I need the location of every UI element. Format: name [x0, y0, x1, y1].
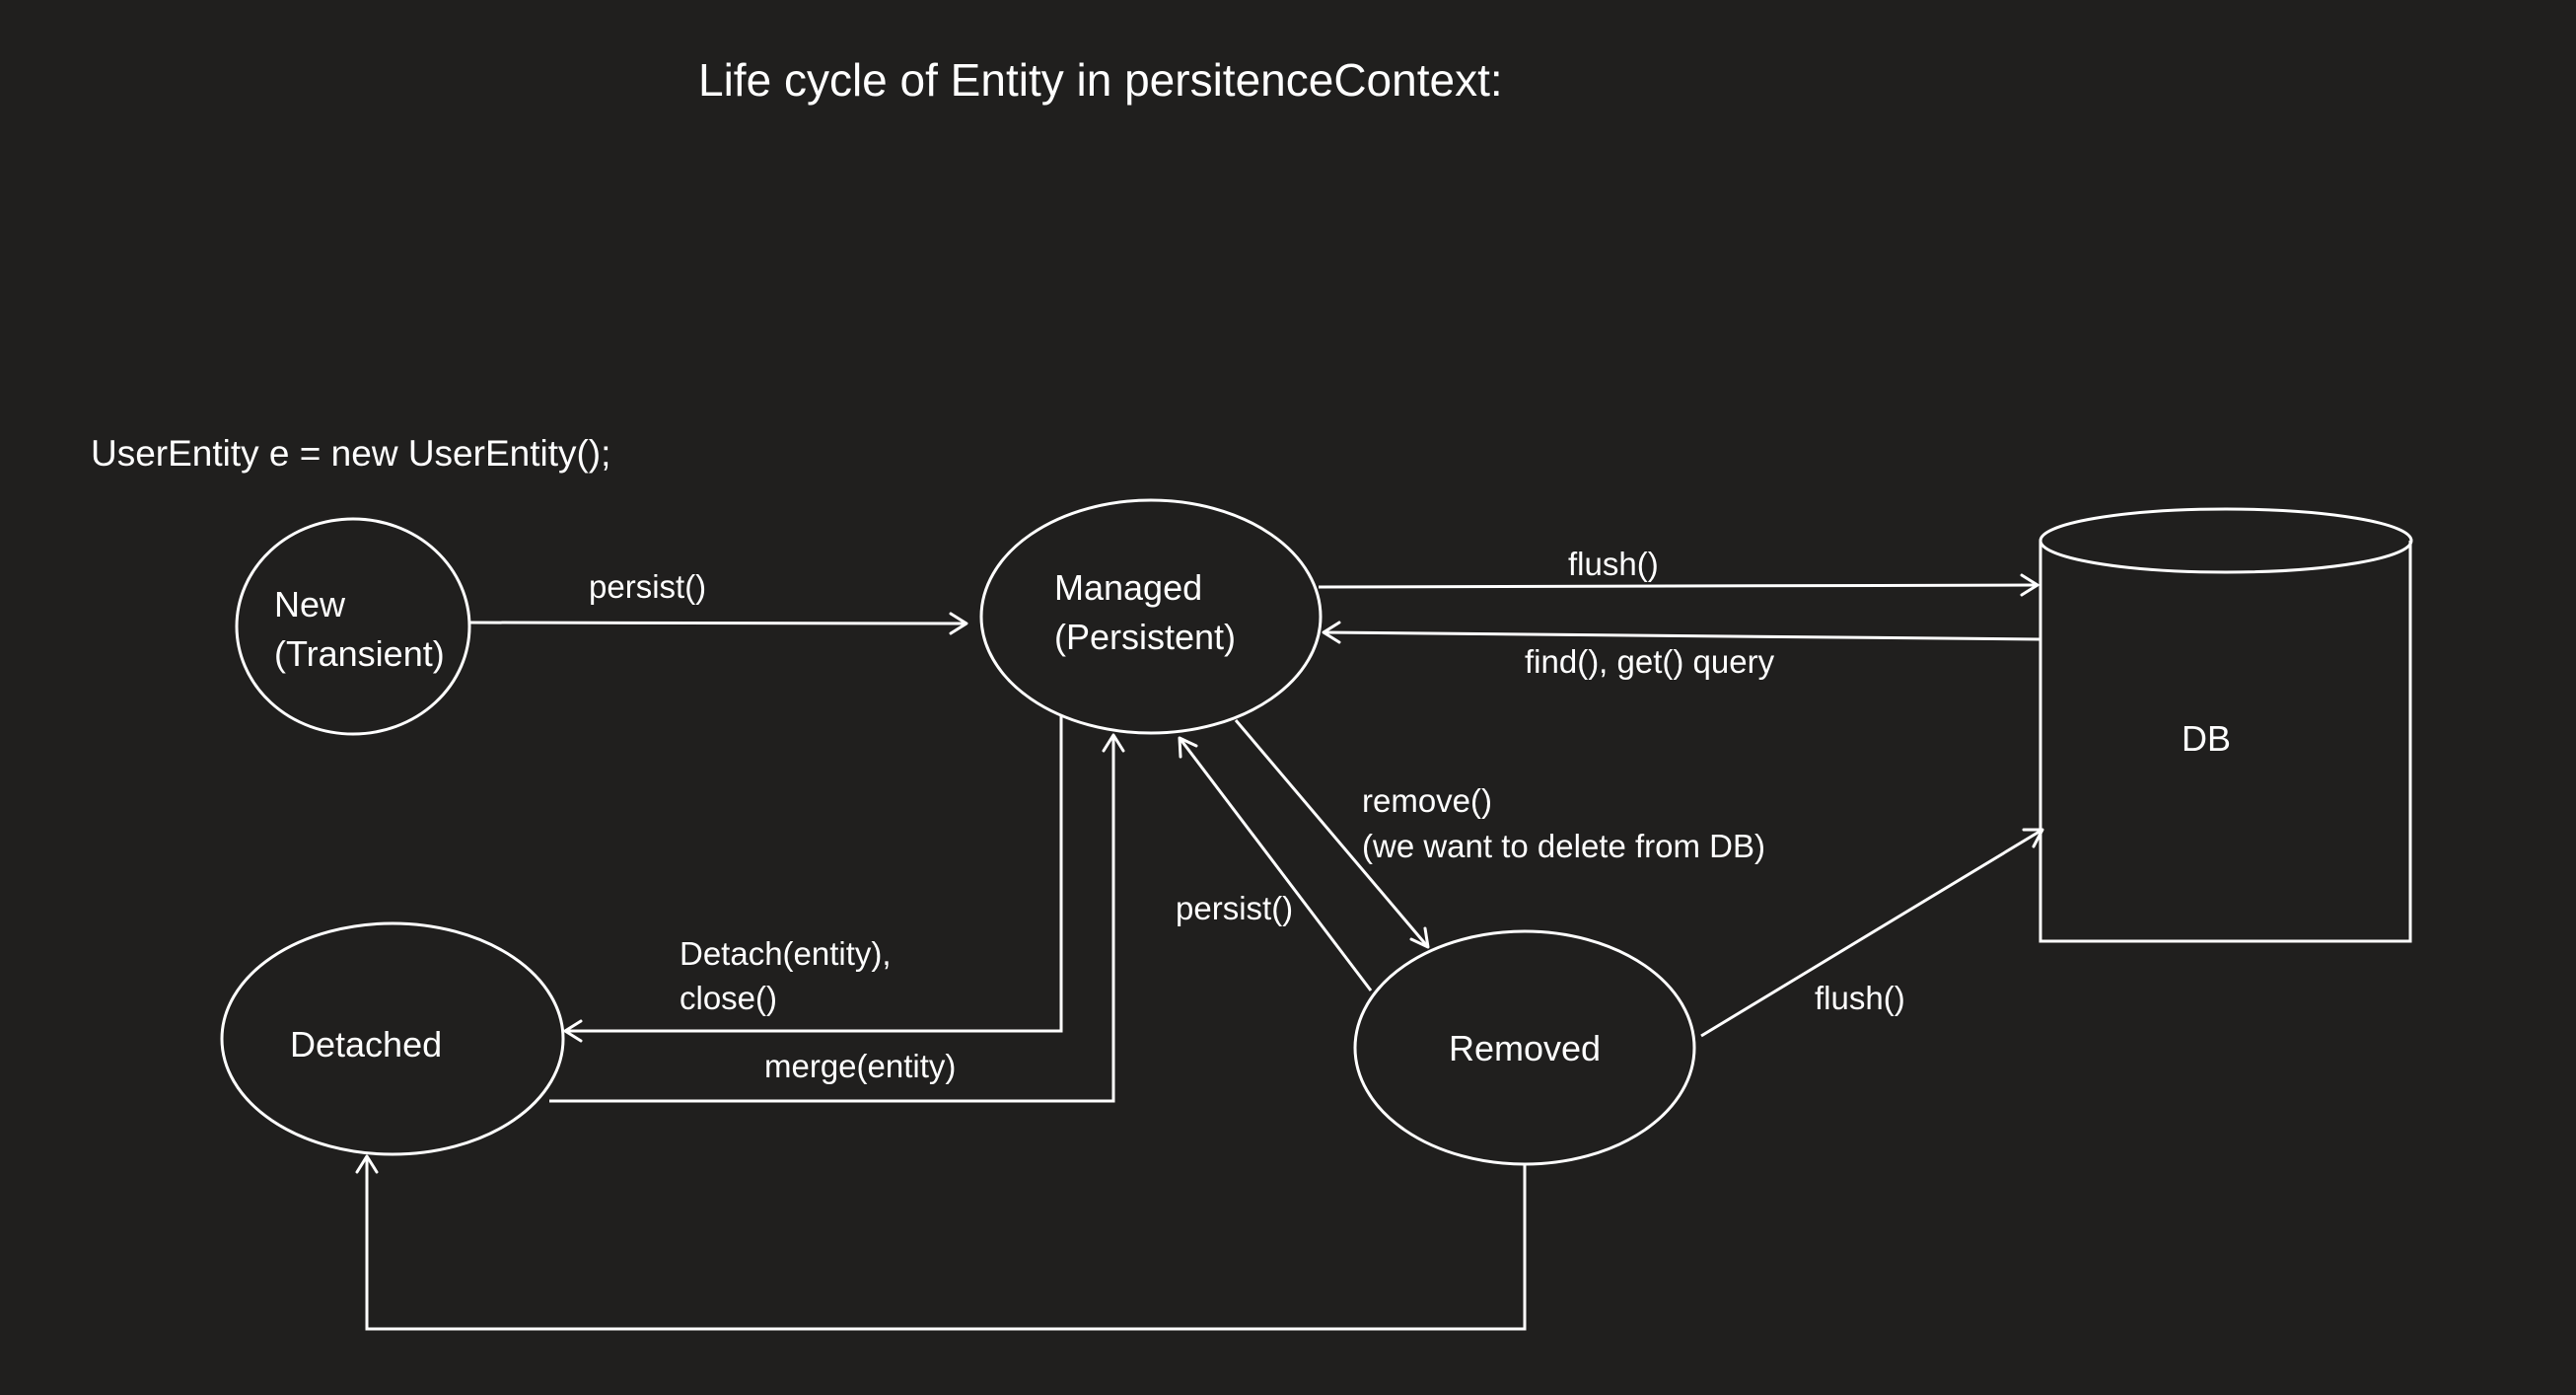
- node-db-label: DB: [2182, 718, 2231, 759]
- edge-persist-back-label: persist(): [1176, 890, 1293, 926]
- node-detached: Detached: [220, 921, 565, 1156]
- node-detached-label: Detached: [290, 1024, 442, 1065]
- edge-flush-removed-to-db: flush(): [1700, 828, 2044, 1038]
- edge-remove-label: remove(): [1362, 782, 1492, 819]
- node-new-sublabel: (Transient): [274, 633, 445, 674]
- node-managed-label: Managed: [1054, 567, 1202, 608]
- edge-detach-managed-to-detached: Detach(entity), close(): [563, 716, 1063, 1043]
- edge-persist-removed-to-managed: persist(): [1176, 736, 1373, 991]
- edge-removed-to-detached: [355, 1154, 1527, 1331]
- edge-merge-detached-to-managed: merge(entity): [549, 733, 1125, 1103]
- edge-remove-managed-to-removed: remove() (we want to delete from DB): [1234, 719, 1765, 949]
- node-new-transient: New (Transient): [235, 517, 471, 736]
- edge-flush-label: flush(): [1568, 546, 1659, 582]
- node-db-cylinder: DB: [2039, 507, 2413, 943]
- edge-persist-new-to-managed: persist(): [469, 568, 968, 635]
- diagram-title: Life cycle of Entity in persitenceContex…: [698, 54, 1503, 106]
- edge-detach-sublabel: close(): [680, 980, 777, 1016]
- edge-persist-label: persist(): [589, 568, 706, 605]
- node-removed: Removed: [1353, 929, 1696, 1166]
- edge-detach-label: Detach(entity),: [680, 935, 892, 972]
- edge-find-label: find(), get() query: [1525, 643, 1775, 680]
- edge-find-db-to-managed: find(), get() query: [1322, 621, 2041, 680]
- node-new-label: New: [274, 584, 346, 624]
- edge-merge-label: merge(entity): [764, 1048, 956, 1084]
- node-removed-label: Removed: [1449, 1028, 1601, 1068]
- code-line: UserEntity e = new UserEntity();: [91, 433, 610, 474]
- node-managed-sublabel: (Persistent): [1054, 617, 1236, 657]
- edge-flush-removed-label: flush(): [1815, 980, 1905, 1016]
- edge-flush-managed-to-db: flush(): [1318, 546, 2039, 597]
- node-managed-persistent: Managed (Persistent): [979, 498, 1323, 735]
- edge-remove-sublabel: (we want to delete from DB): [1362, 828, 1765, 864]
